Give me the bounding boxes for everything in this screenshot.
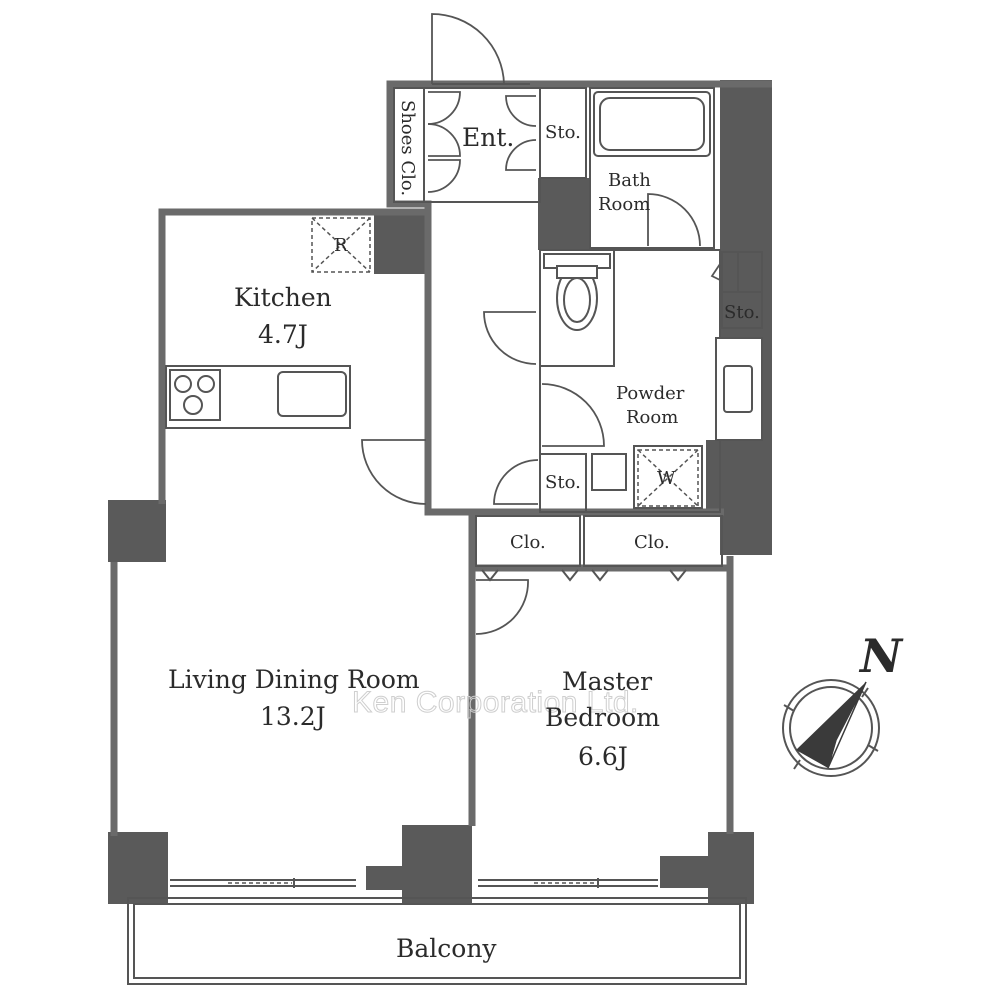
wall-outer-left — [158, 208, 428, 504]
powder-label-line1: Powder — [616, 383, 685, 404]
interior-lines — [127, 87, 763, 985]
compass-icon: N — [782, 629, 904, 777]
bath-room-box — [589, 87, 715, 249]
walls — [110, 80, 772, 836]
structural-columns — [108, 80, 772, 905]
shoes-closet-door-3 — [427, 159, 461, 193]
washer-label: W — [657, 468, 676, 489]
powder-label-line2: Room — [626, 407, 678, 428]
shoes-closet-box — [393, 87, 425, 203]
column-center-step — [366, 866, 406, 890]
closet-left-box — [475, 515, 581, 567]
stove-top — [169, 369, 221, 421]
powder-cabinet — [591, 453, 627, 491]
hall-storage-box — [539, 453, 587, 513]
balcony-label: Balcony — [396, 934, 497, 963]
fridge-cross-1 — [311, 217, 371, 273]
fridge-dashed — [311, 217, 371, 273]
shoes-closet-label: Shoes Clo. — [397, 100, 418, 196]
powder-door — [541, 383, 605, 447]
right-storage-door — [710, 263, 721, 281]
bath-label-line2: Room — [598, 194, 650, 215]
hall-storage-label: Sto. — [545, 472, 581, 493]
north-label: N — [858, 629, 904, 683]
front-door — [431, 13, 505, 85]
entrance-storage-box — [539, 87, 587, 179]
column-left-upper — [108, 500, 166, 562]
column-right-step — [660, 856, 710, 888]
kitchen-name-label: Kitchen — [234, 283, 332, 312]
burner-3 — [183, 395, 203, 415]
balcony-rail-outer — [127, 897, 747, 985]
column-kitchen-corner — [374, 212, 428, 274]
shoes-closet-door-2 — [427, 123, 461, 157]
right-storage-box — [721, 251, 763, 329]
closet-right-doors — [591, 569, 687, 582]
entrance-closet-door-1 — [505, 95, 537, 127]
washer-dashed — [637, 449, 699, 507]
vanity-sink — [723, 365, 753, 413]
toilet-door — [483, 311, 537, 365]
kitchen-size-label: 4.7J — [258, 320, 308, 349]
column-right-lower — [708, 832, 754, 904]
entrance-label: Ent. — [462, 123, 514, 152]
entrance-closet-door-2 — [505, 139, 537, 171]
room-labels: Ent. Shoes Clo. Sto. Bath Room Kitchen 4… — [168, 100, 760, 963]
bedroom-door — [475, 579, 529, 635]
column-powder-corner — [706, 440, 724, 512]
toilet-seat-back — [556, 265, 598, 279]
bathtub — [593, 91, 711, 157]
master-label-line2: Bedroom — [545, 703, 660, 732]
burner-1 — [174, 375, 192, 393]
column-left-lower — [108, 832, 168, 904]
doors — [361, 13, 721, 635]
bathtub-inner — [599, 97, 705, 151]
column-center-lower — [402, 825, 472, 905]
washer-area — [633, 445, 703, 509]
column-top-right — [720, 80, 772, 555]
kitchen-sink — [277, 371, 347, 417]
kitchen-door — [361, 439, 427, 505]
right-storage-label: Sto. — [724, 302, 760, 323]
master-size-label: 6.6J — [578, 742, 628, 771]
entrance-storage-label: Sto. — [545, 122, 581, 143]
fridge-label: R — [334, 235, 348, 256]
closet-left-label: Clo. — [510, 532, 546, 553]
compass-needle — [796, 682, 866, 768]
column-sto-corner — [538, 178, 590, 250]
balcony-rail-inner — [133, 903, 741, 979]
hall-storage-door — [493, 459, 539, 505]
closet-right-box — [583, 515, 723, 567]
closet-right-label: Clo. — [634, 532, 670, 553]
master-label-line1: Master — [562, 667, 652, 696]
living-name-label: Living Dining Room — [168, 665, 420, 694]
window-living — [170, 878, 356, 888]
bath-door — [647, 193, 701, 247]
watermark-text: Ken Corporation Ltd. — [352, 686, 639, 719]
shoes-closet-door-1 — [427, 91, 461, 125]
burner-2 — [197, 375, 215, 393]
fridge-cross-2 — [311, 217, 371, 273]
bath-label-line1: Bath — [608, 170, 651, 191]
vanity — [715, 337, 763, 441]
living-size-label: 13.2J — [260, 702, 326, 731]
window-bedroom — [478, 878, 658, 888]
